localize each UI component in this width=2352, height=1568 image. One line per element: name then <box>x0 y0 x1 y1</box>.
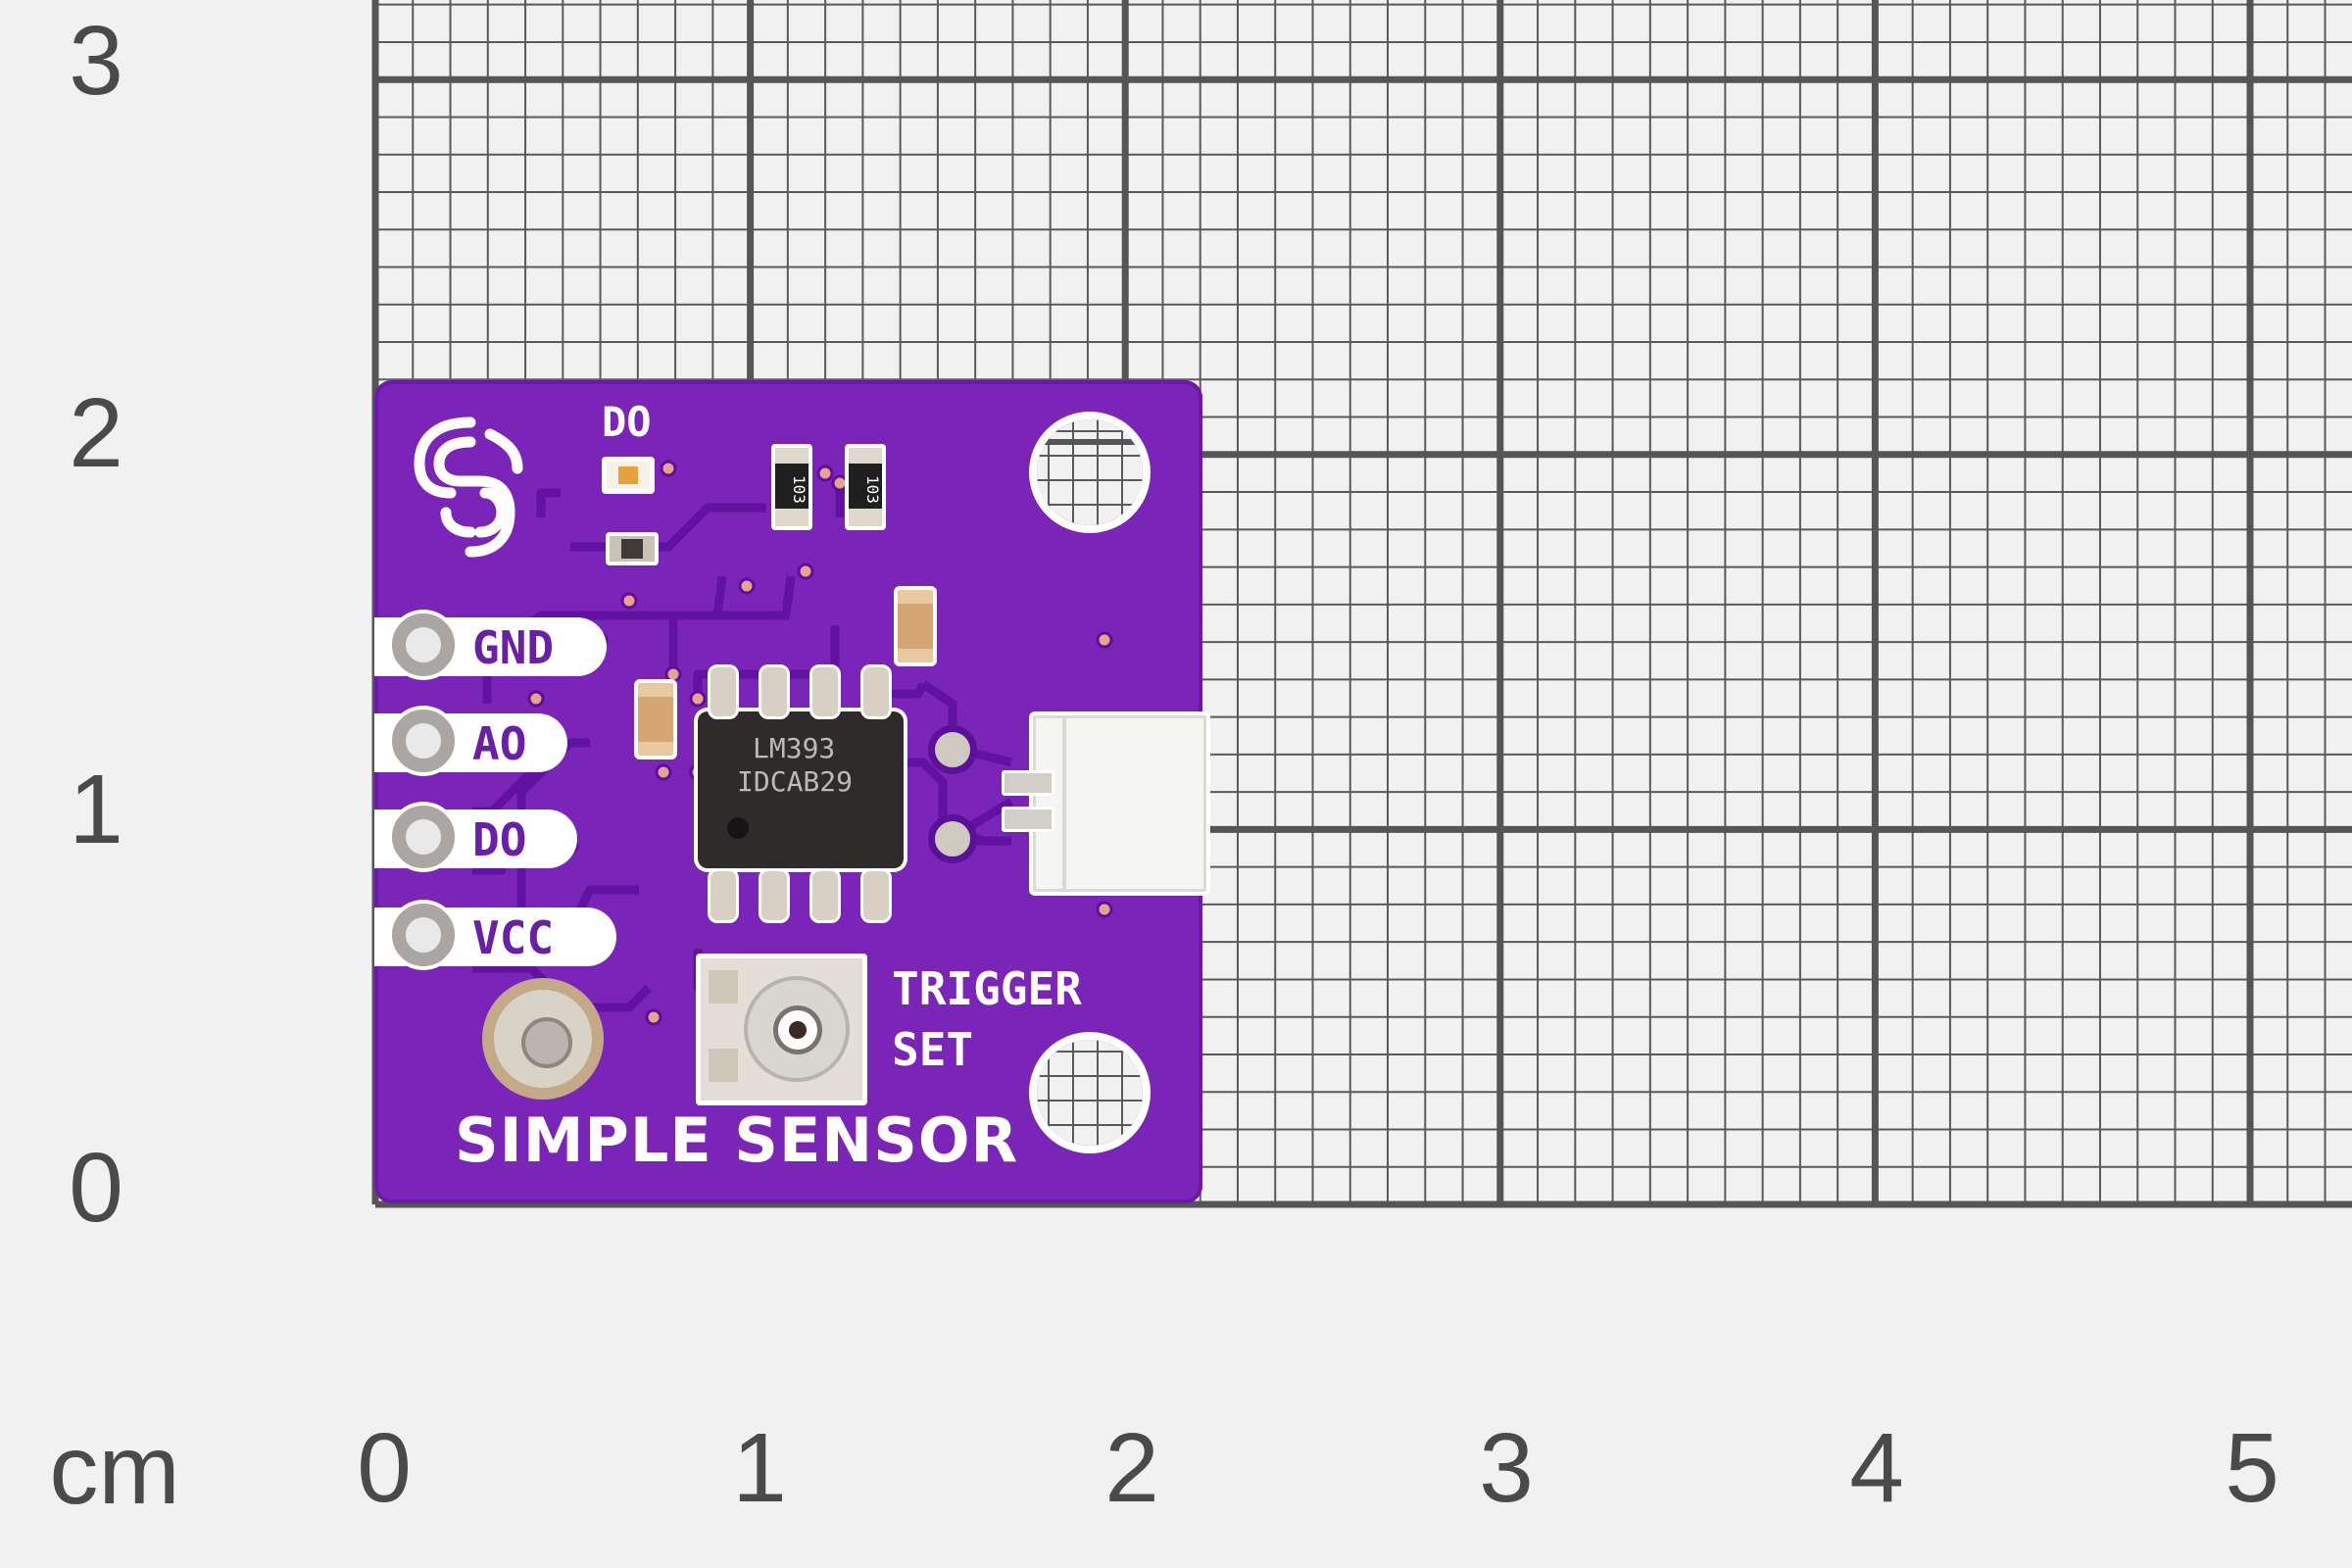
connector-pin-2 <box>1002 807 1054 832</box>
potentiometer-knob-icon <box>773 1005 822 1054</box>
resistor-1-marking: 103 <box>790 475 808 504</box>
capacitor-3 <box>634 679 677 760</box>
pin-hole-ao[interactable] <box>392 710 455 772</box>
capacitor-2 <box>894 586 937 666</box>
x-tick-2: 2 <box>1104 1413 1159 1523</box>
x-tick-0: 0 <box>357 1413 412 1523</box>
y-tick-2: 2 <box>69 378 123 488</box>
ic-pin1-dot <box>727 817 749 839</box>
resistor-1: 103 <box>771 444 812 530</box>
resistor-2-marking: 103 <box>863 475 882 504</box>
trigger-set-potentiometer[interactable] <box>696 954 867 1105</box>
test-pad-1 <box>928 725 977 774</box>
connector-pin-1 <box>1002 770 1054 796</box>
led-label: DO <box>602 398 652 446</box>
pin-label-vcc: VCC <box>472 911 555 964</box>
x-tick-5: 5 <box>2225 1413 2279 1523</box>
brand-logo-icon <box>414 416 523 558</box>
mounting-hole-top <box>1029 412 1151 533</box>
lm393-ic: LM393 IDCAB29 <box>698 711 904 868</box>
ic-pins-top <box>708 664 904 719</box>
pot-label-set: SET <box>892 1023 974 1076</box>
pin-label-ao: AO <box>472 717 527 770</box>
ic-pins-bottom <box>708 868 904 923</box>
y-tick-0: 0 <box>69 1133 123 1243</box>
y-tick-3: 3 <box>69 6 123 116</box>
x-tick-3: 3 <box>1479 1413 1534 1523</box>
pin-hole-vcc[interactable] <box>392 904 455 966</box>
resistor-2: 103 <box>845 444 886 530</box>
mounting-hole-bottom <box>1029 1032 1151 1153</box>
large-solder-pad <box>482 978 604 1100</box>
board-title: SIMPLE SENSOR <box>455 1104 1019 1176</box>
unit-label: cm <box>49 1415 180 1525</box>
pot-label-trigger: TRIGGER <box>892 962 1082 1015</box>
pin-hole-gnd[interactable] <box>392 613 455 676</box>
x-tick-4: 4 <box>1849 1413 1904 1523</box>
pin-hole-do[interactable] <box>392 806 455 868</box>
y-tick-1: 1 <box>69 755 123 864</box>
pin-label-gnd: GND <box>472 621 555 674</box>
ic-marking-line2: IDCAB29 <box>737 765 854 798</box>
x-tick-1: 1 <box>732 1413 787 1523</box>
test-pad-2 <box>928 814 977 863</box>
pin-label-do: DO <box>472 813 527 866</box>
smd-capacitor-1 <box>606 532 659 565</box>
led <box>602 457 655 494</box>
ic-marking-line1: LM393 <box>753 732 836 764</box>
sensor-board: DO 103 103 LM393 IDCAB29 <box>374 380 1210 1203</box>
jst-connector[interactable] <box>1029 711 1210 896</box>
